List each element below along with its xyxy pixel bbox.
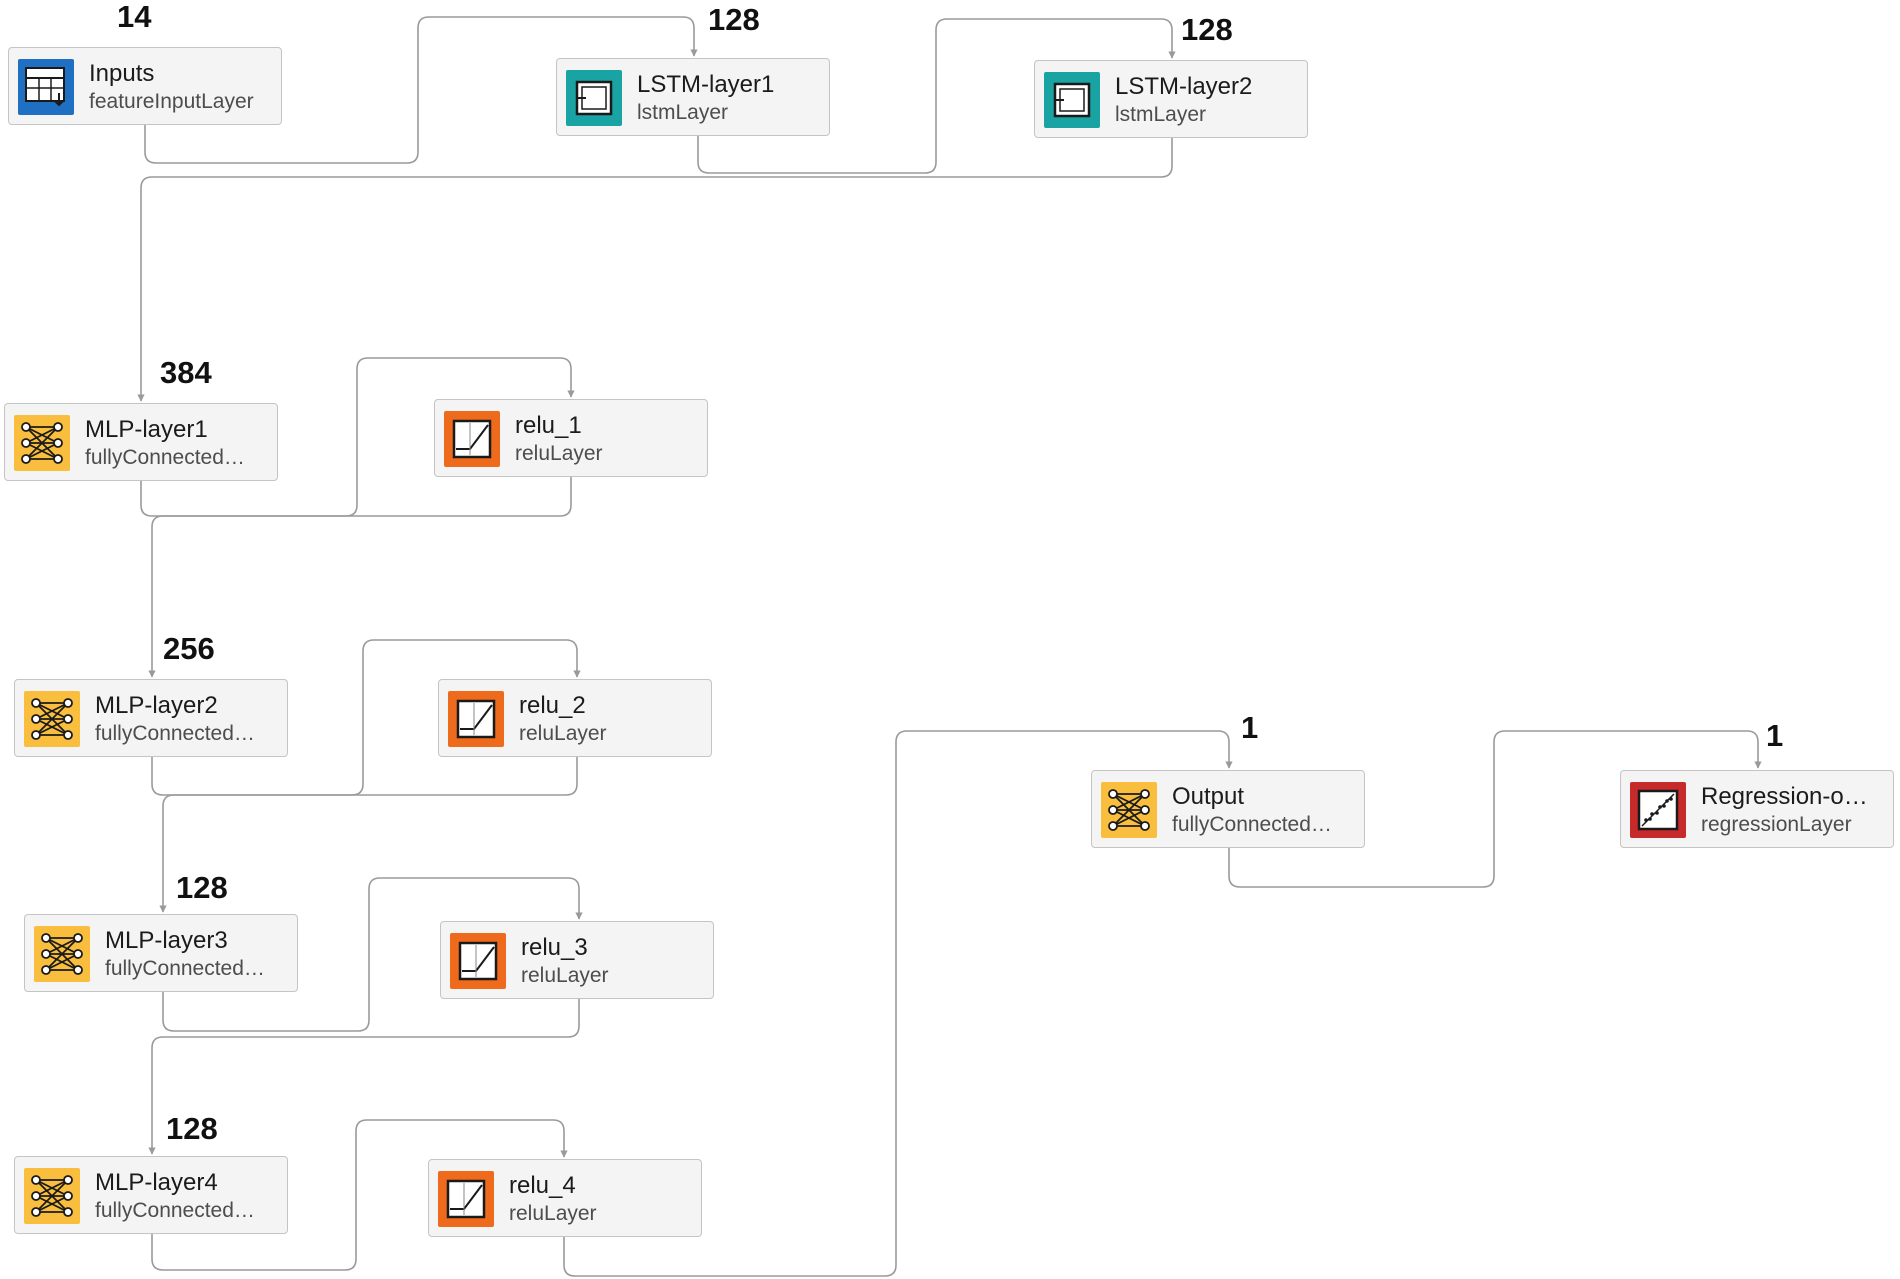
- connection-wire: [162, 877, 583, 1032]
- relu-icon: [444, 411, 500, 467]
- output-size-label: 128: [1181, 12, 1233, 47]
- connection-wire: [148, 999, 580, 1155]
- relu-icon: [448, 691, 504, 747]
- output-size-label: 128: [166, 1111, 218, 1146]
- layer-node-mlp-layer1[interactable]: MLP-layer1 fullyConnected…: [4, 403, 278, 481]
- layer-type: regressionLayer: [1701, 813, 1852, 836]
- layer-type: fullyConnected…: [105, 957, 265, 980]
- output-size-label: 384: [160, 355, 212, 390]
- output-size-label: 14: [117, 0, 152, 34]
- layer-type: fullyConnected…: [95, 722, 255, 745]
- output-size-label: 128: [176, 870, 228, 905]
- layer-name: MLP-layer2: [95, 692, 218, 719]
- layer-node-mlp-layer3[interactable]: MLP-layer3 fullyConnected…: [24, 914, 298, 992]
- layer-node-relu-1[interactable]: relu_1 reluLayer: [434, 399, 708, 477]
- layer-node-output[interactable]: Output fullyConnected…: [1091, 770, 1365, 848]
- layer-name: relu_3: [521, 934, 588, 961]
- layer-name: MLP-layer1: [85, 416, 208, 443]
- layer-type: reluLayer: [519, 722, 607, 745]
- connection-wire: [137, 138, 1173, 402]
- layer-type: fullyConnected…: [95, 1199, 255, 1222]
- relu-icon: [438, 1171, 494, 1227]
- fully-connected-icon: [1101, 782, 1157, 838]
- layer-name: MLP-layer3: [105, 927, 228, 954]
- layer-type: reluLayer: [515, 442, 603, 465]
- layer-node-relu-3[interactable]: relu_3 reluLayer: [440, 921, 714, 999]
- layer-name: LSTM-layer2: [1115, 73, 1253, 100]
- layer-node-regression-output[interactable]: Regression-o… regressionLayer: [1620, 770, 1894, 848]
- connection-wire: [151, 1119, 568, 1271]
- fully-connected-icon: [24, 1168, 80, 1224]
- layer-node-inputs[interactable]: Inputs featureInputLayer: [8, 47, 282, 125]
- layer-node-mlp-layer4[interactable]: MLP-layer4 fullyConnected…: [14, 1156, 288, 1234]
- layer-node-relu-4[interactable]: relu_4 reluLayer: [428, 1159, 702, 1237]
- layer-name: Regression-o…: [1701, 783, 1868, 810]
- layer-type: reluLayer: [521, 964, 609, 987]
- connection-wire: [563, 730, 1233, 1277]
- output-size-label: 1: [1241, 710, 1259, 745]
- layer-type: reluLayer: [509, 1202, 597, 1225]
- layer-node-lstm-layer2[interactable]: LSTM-layer2 lstmLayer: [1034, 60, 1308, 138]
- connection-wire: [148, 477, 572, 678]
- connection-wire: [697, 18, 1176, 174]
- layer-name: relu_2: [519, 692, 586, 719]
- layer-type: fullyConnected…: [1172, 813, 1332, 836]
- fully-connected-icon: [34, 926, 90, 982]
- output-size-label: 1: [1766, 718, 1784, 753]
- output-size-label: 256: [163, 631, 215, 666]
- lstm-icon: [1044, 72, 1100, 128]
- connection-wire: [159, 757, 578, 913]
- fully-connected-icon: [14, 415, 70, 471]
- connection-wire: [144, 16, 698, 164]
- layer-node-mlp-layer2[interactable]: MLP-layer2 fullyConnected…: [14, 679, 288, 757]
- fully-connected-icon: [24, 691, 80, 747]
- layer-type: lstmLayer: [1115, 103, 1207, 126]
- output-size-label: 128: [708, 2, 760, 37]
- lstm-icon: [566, 70, 622, 126]
- layer-node-relu-2[interactable]: relu_2 reluLayer: [438, 679, 712, 757]
- layer-name: relu_1: [515, 412, 582, 439]
- connection-wire: [151, 639, 581, 796]
- layer-name: LSTM-layer1: [637, 71, 775, 98]
- layer-name: Output: [1172, 783, 1245, 810]
- connection-wire: [140, 357, 575, 517]
- layer-name: Inputs: [89, 60, 155, 87]
- layer-node-lstm-layer1[interactable]: LSTM-layer1 lstmLayer: [556, 58, 830, 136]
- relu-icon: [450, 933, 506, 989]
- layer-type: fullyConnected…: [85, 446, 245, 469]
- layer-type: featureInputLayer: [89, 90, 254, 113]
- connection-wire: [1228, 730, 1762, 888]
- layer-name: MLP-layer4: [95, 1169, 218, 1196]
- feature-input-icon: [18, 59, 74, 115]
- regression-icon: [1630, 782, 1686, 838]
- layer-type: lstmLayer: [637, 101, 729, 124]
- layer-name: relu_4: [509, 1172, 576, 1199]
